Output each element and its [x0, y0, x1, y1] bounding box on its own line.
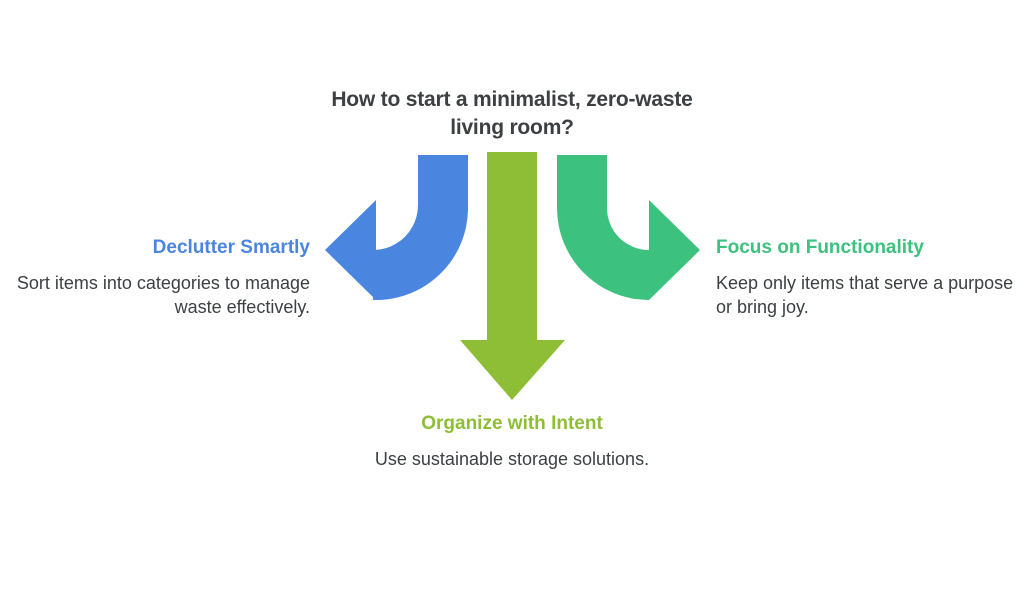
- curved-right-arrow-band: [557, 155, 649, 300]
- page-title: How to start a minimalist, zero-waste li…: [331, 88, 693, 140]
- branch-functionality-title: Focus on Functionality: [716, 237, 924, 258]
- curved-left-arrow-band: [376, 155, 468, 300]
- branch-declutter: Declutter Smartly Sort items into catego…: [6, 236, 310, 319]
- curved-left-arrowhead: [325, 200, 376, 300]
- branch-functionality-description: Keep only items that serve a purpose or …: [716, 272, 1014, 317]
- branch-organize-title: Organize with Intent: [421, 413, 603, 434]
- branch-organize: Organize with Intent Use sustainable sto…: [352, 412, 672, 471]
- branch-organize-description: Use sustainable storage solutions.: [374, 448, 650, 469]
- straight-down-arrowhead: [460, 340, 565, 400]
- branch-functionality: Focus on Functionality Keep only items t…: [716, 236, 1016, 319]
- branch-declutter-description: Sort items into categories to manage was…: [16, 272, 310, 317]
- curved-right-arrowhead: [649, 200, 700, 300]
- straight-down-arrow-shaft: [487, 152, 537, 344]
- branch-declutter-title: Declutter Smartly: [152, 237, 310, 258]
